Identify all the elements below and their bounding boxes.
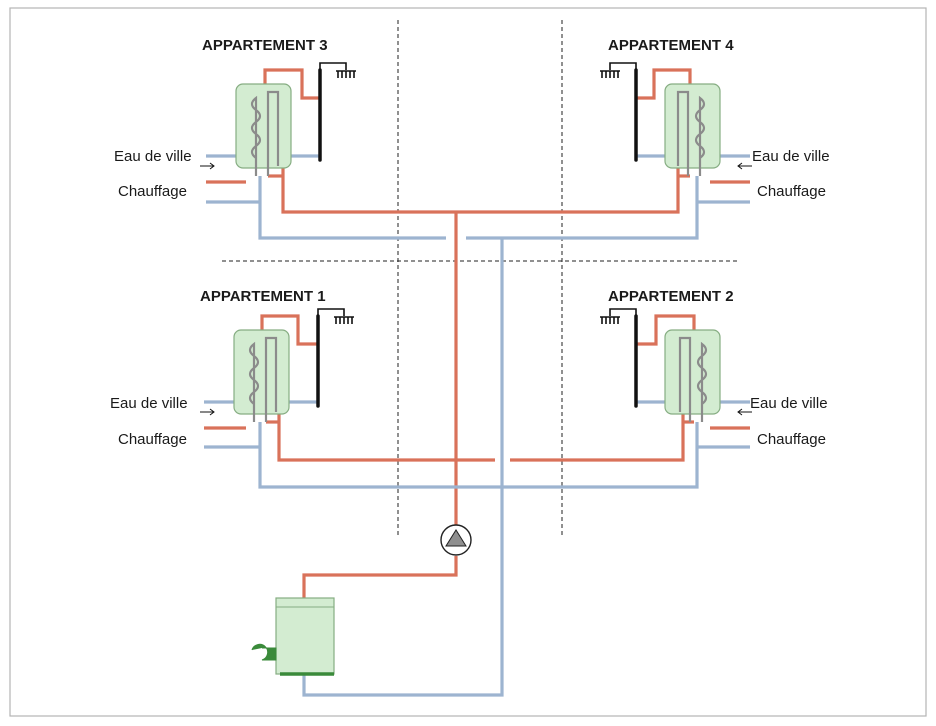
boiler-hot-pipe xyxy=(302,556,458,598)
apt3-shower-hot-pipe xyxy=(263,68,320,100)
burner-icon xyxy=(251,643,277,661)
apt2-shower-hot-pipe xyxy=(636,314,696,346)
apartment-3-unit xyxy=(206,62,356,204)
apt4-coil-icon xyxy=(676,90,706,176)
apt3-coil-icon xyxy=(250,90,280,176)
apt1-tank-icon xyxy=(233,329,290,415)
apartment-4-inlet-arrow-icon xyxy=(737,162,752,170)
apartment-4-title: APPARTEMENT 4 xyxy=(608,37,734,54)
apt2-shower-icon xyxy=(600,308,638,408)
apartment-1-heating-label: Chauffage xyxy=(118,431,187,448)
apartment-2-heating-label: Chauffage xyxy=(757,431,826,448)
apt4-shower-hot-pipe xyxy=(636,68,692,100)
apt4-shower-icon xyxy=(600,62,638,162)
upper-cold-main-pipe-left xyxy=(258,176,446,240)
apt3-shower-icon xyxy=(318,62,356,162)
apartment-3-water-in-label: Eau de ville xyxy=(114,148,192,165)
boiler-icon xyxy=(251,597,335,676)
upper-cold-main-pipe-right xyxy=(466,176,699,240)
circulator-pump-icon xyxy=(440,524,472,556)
apt1-coil-icon xyxy=(248,336,278,422)
cold-return-riser-pipe xyxy=(302,238,504,697)
apt3-tank-icon xyxy=(235,83,292,169)
apartment-4-unit xyxy=(600,62,750,204)
apt1-shower-icon xyxy=(316,308,354,408)
apt4-tank-icon xyxy=(664,83,721,169)
apartment-4-water-in-label: Eau de ville xyxy=(752,148,830,165)
upper-hot-main-pipe xyxy=(281,155,680,214)
apartment-1-water-in-label: Eau de ville xyxy=(110,395,188,412)
apartment-1-inlet-arrow-icon xyxy=(200,408,215,416)
apt1-shower-hot-pipe xyxy=(260,314,318,346)
apt2-coil-icon xyxy=(678,336,708,422)
apt2-tank-icon xyxy=(664,329,721,415)
apartment-3-inlet-arrow-icon xyxy=(200,162,215,170)
apartment-3-heating-label: Chauffage xyxy=(118,183,187,200)
apartment-2-unit xyxy=(600,308,750,449)
apartment-1-unit xyxy=(204,308,354,449)
apartment-2-water-in-label: Eau de ville xyxy=(750,395,828,412)
apartment-4-heating-label: Chauffage xyxy=(757,183,826,200)
lower-cold-main-pipe xyxy=(258,422,699,489)
diagram-frame xyxy=(9,7,927,717)
apartment-1-title: APPARTEMENT 1 xyxy=(200,288,326,305)
apartment-3-title: APPARTEMENT 3 xyxy=(202,37,328,54)
apartment-2-title: APPARTEMENT 2 xyxy=(608,288,734,305)
apartment-2-inlet-arrow-icon xyxy=(737,408,752,416)
